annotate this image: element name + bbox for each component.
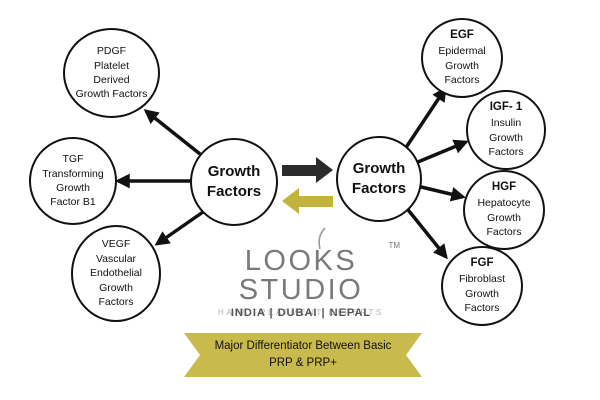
fgf-line2: Growth [465,287,499,300]
egf-circle: EGF Epidermal Growth Factors [421,18,503,98]
pdgf-line4: Growth Factors [75,88,148,101]
igf-title: IGF- 1 [489,101,523,114]
fgf-line3: Factors [464,302,500,315]
logo-trademark: TM [388,241,400,250]
tgf-line1: TGF [62,153,84,166]
egf-line1: Epidermal [438,45,486,58]
vegf-circle: VEGF Vascular Endothelial Growth Factors [71,225,161,322]
logo-tagline: HAIR TREATMENT EXPERTS [218,308,384,317]
left-hub-circle: Growth Factors [190,138,278,226]
hgf-line3: Factors [486,226,522,239]
egf-line2: Growth [445,59,479,72]
hgf-circle: HGF Hepatocyte Growth Factors [463,170,545,250]
arrow-to-pdgf [143,109,202,156]
arrow-to-vegf [154,210,204,246]
hgf-title: HGF [491,181,517,194]
banner-ribbon [184,333,422,377]
igf-circle: IGF- 1 Insulin Growth Factors [466,90,546,170]
arrow-to-igf [412,139,469,166]
egf-title: EGF [450,29,474,42]
vegf-line1: VEGF [101,238,131,251]
vegf-line5: Factors [98,296,134,309]
pdgf-line2: Platelet [93,59,130,72]
forward-block-arrow [282,157,333,183]
tgf-line2: Transforming [42,167,104,180]
logo-name: LOOKS STUDIO [238,245,364,306]
right-hub-line2: Factors [351,180,407,197]
igf-line3: Factors [488,146,524,159]
arrow-to-egf [401,86,447,153]
back-block-arrow [282,188,333,214]
igf-line2: Growth [489,131,523,144]
arrow-to-hgf [416,184,466,202]
banner-line1: Major Differentiator Between Basic [214,339,392,352]
pdgf-line1: PDGF [96,45,127,58]
vegf-line2: Vascular [95,252,137,265]
tgf-line4: Factor B1 [50,196,96,209]
vegf-line3: Endothelial [90,267,142,280]
pdgf-line3: Derived [93,74,130,86]
right-hub-circle: Growth Factors [336,136,422,222]
fgf-title: FGF [470,257,494,270]
egf-line3: Factors [444,74,480,87]
vegf-line4: Growth [99,281,133,294]
igf-line1: Insulin [490,117,522,130]
fgf-circle: FGF Fibroblast Growth Factors [441,246,523,326]
banner-caption: Major Differentiator Between Basic PRP &… [184,336,422,374]
hgf-line2: Growth [487,211,521,224]
tgf-circle: TGF Transforming Growth Factor B1 [29,137,117,225]
banner-line2: PRP & PRP+ [269,357,337,369]
pdgf-circle: PDGF Platelet Derived Growth Factors [63,28,160,118]
looks-studio-logo: LOOKS STUDIO TM HAIR TREATMENT EXPERTS [196,227,406,317]
left-hub-line1: Growth [207,162,261,180]
hair-strand-icon [318,227,326,249]
fgf-line1: Fibroblast [458,273,506,286]
countries-line: INDIA | DUBAI | NEPAL [230,307,372,319]
tgf-line3: Growth [56,182,90,194]
left-hub-line2: Factors [206,183,262,200]
hgf-line1: Hepatocyte [477,197,531,210]
right-hub-line1: Growth [352,159,406,177]
arrow-to-fgf [403,204,448,260]
